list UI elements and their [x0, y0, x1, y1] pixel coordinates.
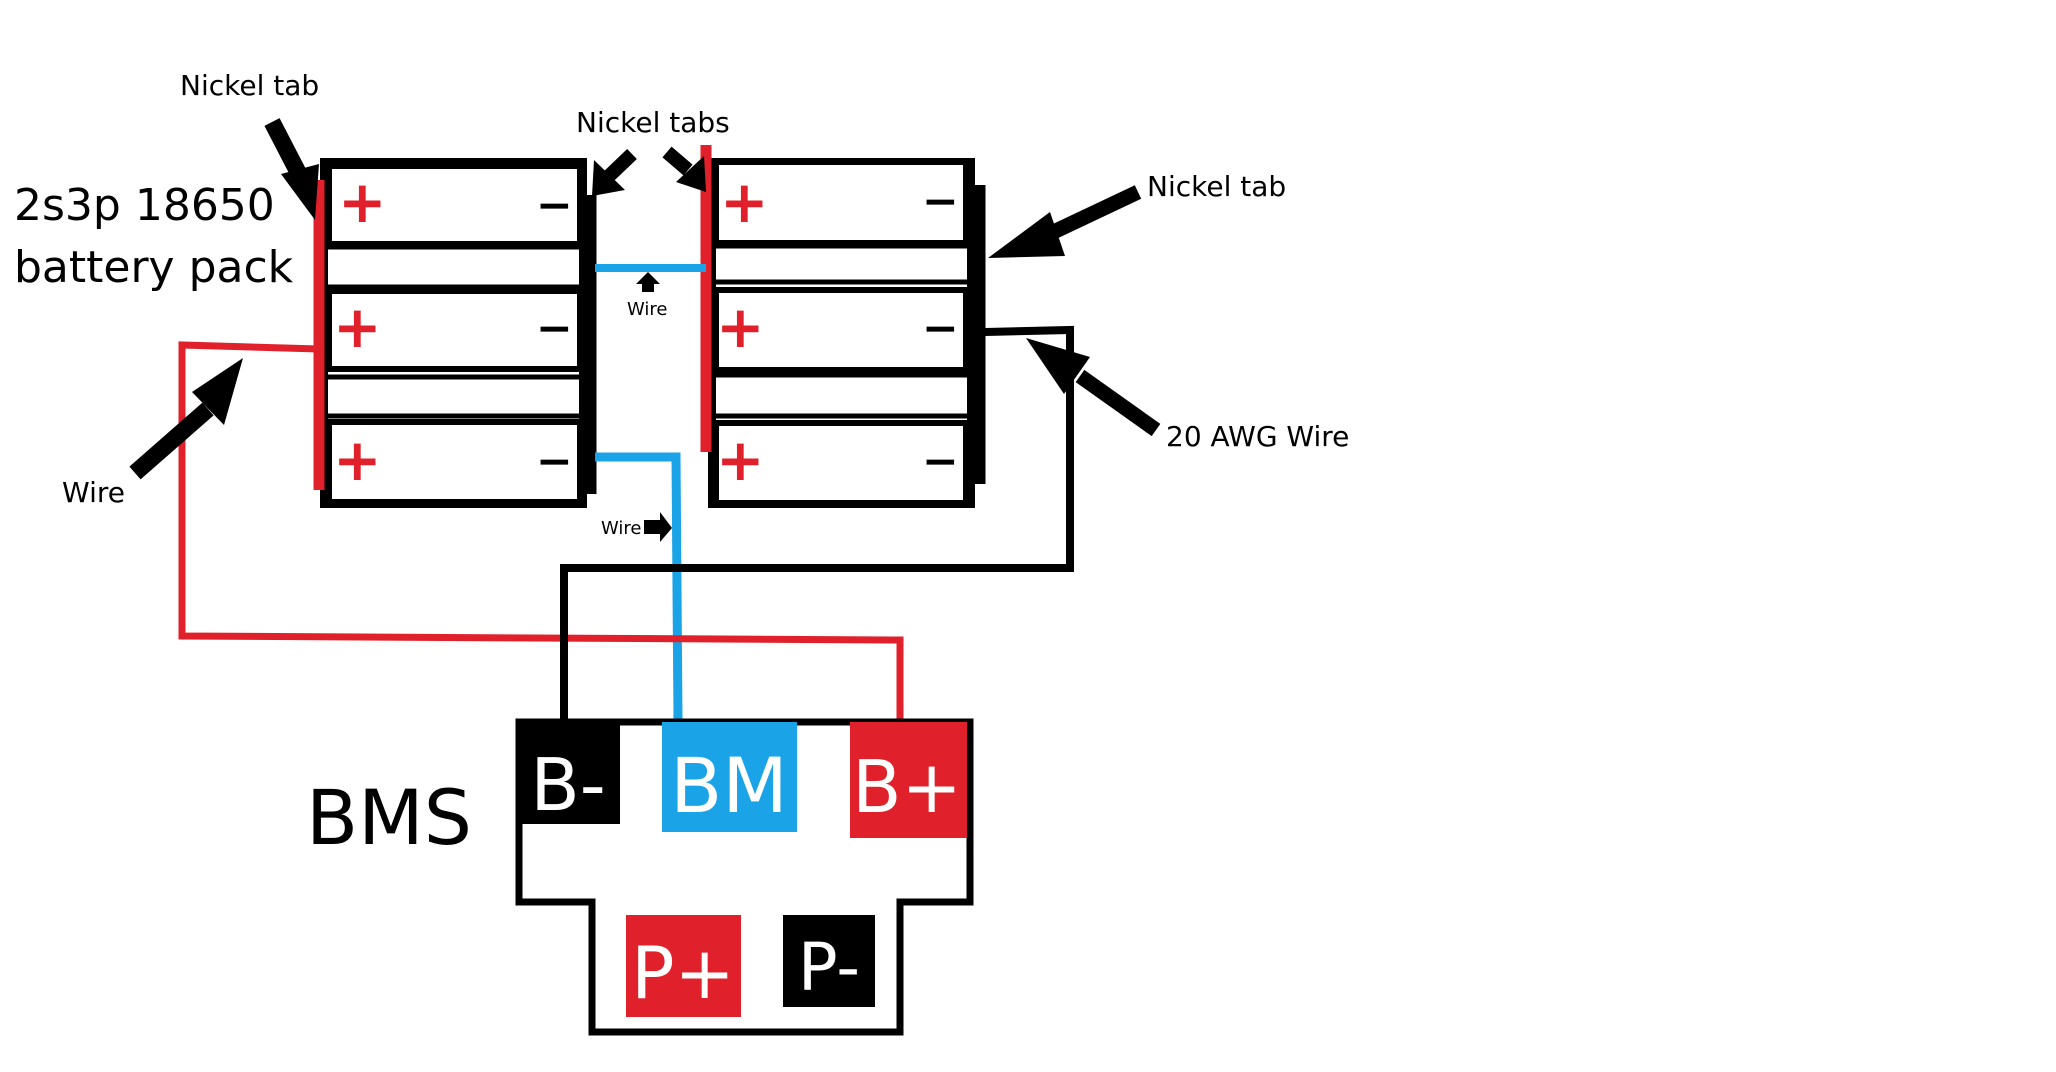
left-cell-1 [326, 163, 583, 247]
left-cell-group: + − + − + − [320, 158, 587, 508]
nickel-tab-left-label: Nickel tab [180, 69, 319, 102]
nickel-tabs-arrow-left-icon [604, 148, 637, 182]
right-cell-1-minus: − [922, 176, 959, 227]
left-cell-3-minus: − [536, 436, 573, 487]
wire-left-arrow-icon [129, 402, 214, 480]
left-cell-3 [326, 419, 583, 505]
nickel-tab-right-arrowhead-icon [988, 212, 1065, 258]
wire-left-arrowhead-icon [192, 358, 243, 425]
p-minus-pad [783, 915, 875, 1007]
awg-wire-label: 20 AWG Wire [1166, 420, 1349, 453]
b-minus-pad [519, 722, 620, 824]
b-plus-pad-label: B+ [852, 745, 962, 829]
b-minus-wire [560, 325, 1074, 722]
right-cell-2 [713, 287, 969, 373]
left-cell-2-plus: + [333, 293, 382, 361]
awg-wire-arrow-icon [1075, 369, 1161, 437]
b-plus-pad [850, 722, 967, 838]
nickel-tab-left-arrow-icon [264, 118, 309, 182]
right-cell-3 [713, 420, 969, 506]
wire-middle-bottom-arrow-icon [644, 512, 672, 542]
bm-balance-wire [595, 452, 683, 721]
right-cell-1-plus: + [720, 168, 769, 236]
nickel-tabs-arrowhead-right-icon [676, 156, 706, 192]
left-cell-2-minus: − [536, 303, 573, 354]
right-cell-2-plus: + [716, 293, 765, 361]
left-cell-1-plus: + [338, 168, 387, 236]
bms-label: BMS [306, 773, 472, 862]
right-cell-1 [713, 159, 969, 246]
pack-title-line1: 2s3p 18650 [14, 180, 275, 231]
wire-middle-top-arrow-icon [636, 272, 660, 292]
right-cell-3-plus: + [716, 426, 765, 494]
wire-left-label: Wire [62, 476, 125, 509]
bms-board: B- BM B+ P+ P- [515, 718, 974, 1036]
awg-wire-arrowhead-icon [1026, 338, 1090, 394]
nickel-tab-right-label: Nickel tab [1147, 170, 1286, 203]
wire-middle-bottom-label: Wire [601, 518, 641, 539]
b-plus-wire [178, 341, 904, 722]
p-plus-pad-label: P+ [631, 931, 735, 1015]
right-cell-3-minus: − [922, 436, 959, 487]
nickel-tab-left-arrowhead-icon [281, 164, 319, 220]
nickel-tabs-arrow-right-icon [662, 146, 693, 176]
right-cell-group: + − + − + − [708, 158, 975, 508]
pack-title-line2: battery pack [14, 242, 294, 293]
right-cell-2-minus: − [922, 303, 959, 354]
pointer-arrows [129, 118, 1161, 542]
wire-middle-top-label: Wire [627, 299, 667, 320]
bm-pad-label: BM [670, 741, 788, 830]
left-cell-2 [326, 288, 583, 372]
nickel-tab-right-arrow-icon [1041, 185, 1142, 243]
nickel-tabs-middle-label: Nickel tabs [576, 106, 730, 139]
b-minus-pad-label: B- [530, 743, 605, 827]
p-minus-pad-label: P- [798, 929, 860, 1006]
left-cell-1-minus: − [536, 180, 573, 231]
nickel-tabs-arrowhead-left-icon [592, 160, 625, 196]
left-cell-3-plus: + [333, 426, 382, 494]
bm-pad [662, 722, 797, 832]
p-plus-pad [626, 915, 741, 1017]
